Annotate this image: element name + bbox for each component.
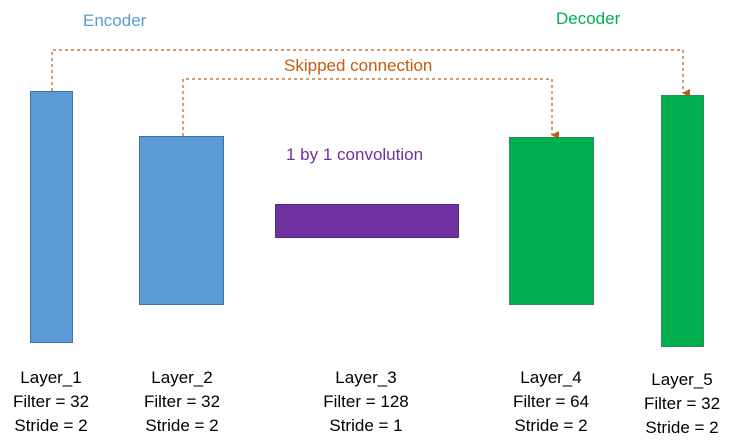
layer-3-block	[275, 204, 459, 238]
layer-name: Layer_4	[520, 368, 582, 387]
inner-skip-connection-line	[182, 78, 559, 139]
layer-stride: Stride = 2	[14, 416, 88, 435]
layer-5-block	[661, 95, 704, 347]
layer-1-block	[30, 91, 73, 343]
layer-5-label: Layer_5 Filter = 32 Stride = 2	[617, 368, 736, 440]
layer-4-label: Layer_4 Filter = 64 Stride = 2	[486, 366, 616, 438]
layer-4-block	[509, 137, 594, 305]
skipped-connection-label: Skipped connection	[284, 56, 433, 75]
layer-stride: Stride = 2	[514, 416, 588, 435]
layer-2-label: Layer_2 Filter = 32 Stride = 2	[117, 366, 247, 438]
layer-filter: Filter = 128	[323, 392, 409, 411]
layer-name: Layer_1	[20, 368, 82, 387]
layer-stride: Stride = 1	[329, 416, 403, 435]
layer-name: Layer_5	[651, 370, 713, 389]
layer-2-block	[139, 136, 224, 305]
decoder-title: Decoder	[556, 9, 621, 28]
one-by-one-convolution-label: 1 by 1 convolution	[286, 145, 424, 164]
layer-filter: Filter = 64	[512, 392, 590, 411]
layer-filter: Filter = 32	[12, 392, 90, 411]
layer-1-label: Layer_1 Filter = 32 Stride = 2	[0, 366, 116, 438]
layer-filter: Filter = 32	[143, 392, 221, 411]
layer-stride: Stride = 2	[645, 418, 719, 437]
layer-filter: Filter = 32	[643, 394, 721, 413]
encoder-title: Encoder	[83, 11, 147, 30]
layer-name: Layer_3	[335, 368, 397, 387]
layer-3-label: Layer_3 Filter = 128 Stride = 1	[301, 366, 431, 438]
layer-stride: Stride = 2	[145, 416, 219, 435]
outer-skip-connection-line	[51, 49, 690, 97]
layer-name: Layer_2	[151, 368, 213, 387]
